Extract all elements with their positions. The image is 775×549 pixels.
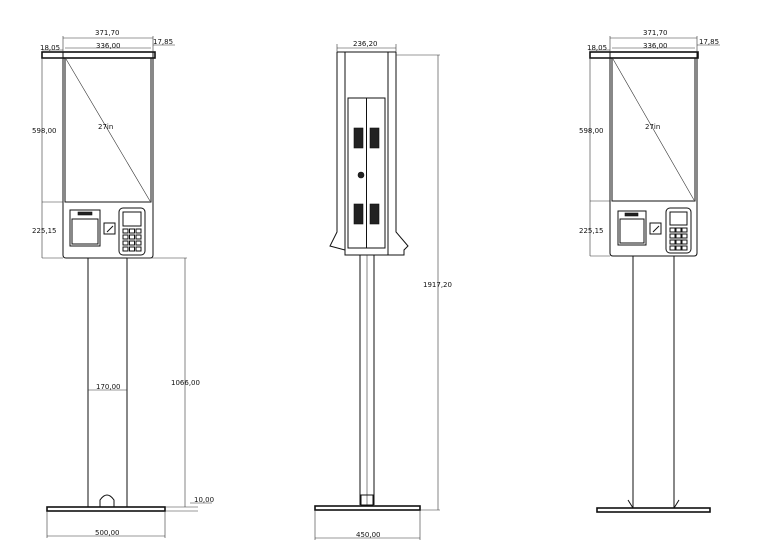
front-top-cap bbox=[41, 51, 156, 59]
front-base-thickness-label: 10,00 bbox=[194, 496, 214, 504]
front-body bbox=[62, 52, 154, 259]
front-base-plate bbox=[46, 506, 166, 512]
side-total-height-label: 1917,20 bbox=[423, 281, 452, 289]
rear-printer-panel bbox=[619, 218, 645, 244]
front-pinpad-keys bbox=[122, 228, 142, 252]
rear-body bbox=[609, 52, 698, 257]
side-base-depth-label: 450,00 bbox=[356, 531, 381, 539]
front-screen-size-label: 27in bbox=[98, 123, 113, 131]
front-base-width-label: 500,00 bbox=[95, 529, 120, 537]
rear-screen-diagonal bbox=[612, 58, 695, 201]
vent-grille-bottom-right bbox=[369, 203, 380, 225]
rear-base-flange bbox=[627, 499, 680, 509]
rear-printer-slot bbox=[624, 212, 639, 217]
side-view: 236,20 1917,20 450,00 bbox=[314, 40, 452, 540]
front-bezel-right-label: 17,85 bbox=[153, 38, 173, 46]
side-base-plate bbox=[314, 505, 421, 511]
rear-base-plate bbox=[596, 507, 711, 513]
vent-grille-top-left bbox=[353, 127, 364, 149]
rear-pinpad-keys bbox=[669, 227, 688, 251]
front-nfc-reader bbox=[103, 222, 116, 235]
rear-view: 371,70 336,00 18,05 17,85 598,00 27in 22… bbox=[579, 29, 720, 513]
rear-printer-frame bbox=[617, 210, 647, 246]
front-screen bbox=[64, 57, 152, 203]
rear-pinpad bbox=[665, 207, 692, 254]
vent-grille-bottom-left bbox=[353, 203, 364, 225]
front-width-inner-label: 336,00 bbox=[96, 42, 121, 50]
nfc-icon bbox=[106, 225, 114, 233]
side-lock-icon bbox=[357, 171, 365, 179]
front-pole-height-label: 1066,00 bbox=[171, 379, 200, 387]
front-screen-diagonal bbox=[65, 58, 151, 202]
vent-grille-top-right bbox=[369, 127, 380, 149]
rear-nfc-icon bbox=[652, 225, 660, 233]
front-printer-slot bbox=[77, 211, 93, 216]
front-screen-height-label: 598,00 bbox=[32, 127, 57, 135]
side-outline bbox=[329, 52, 409, 256]
front-cable-hole bbox=[99, 494, 115, 507]
front-pinpad bbox=[118, 207, 146, 256]
rear-width-inner-label: 336,00 bbox=[643, 42, 668, 50]
front-printer-panel bbox=[71, 218, 99, 245]
front-pinpad-screen bbox=[122, 211, 142, 227]
rear-nfc-reader bbox=[649, 222, 662, 235]
side-depth-label: 236,20 bbox=[353, 40, 378, 48]
rear-width-total-label: 371,70 bbox=[643, 29, 668, 37]
rear-bezel-right-label: 17,85 bbox=[699, 38, 719, 46]
front-width-total-label: 371,70 bbox=[95, 29, 120, 37]
front-view: 371,70 336,00 18,05 17,85 598,00 27in 22… bbox=[32, 29, 214, 538]
front-pole-width-label: 170,00 bbox=[96, 383, 121, 391]
rear-top-cap bbox=[589, 51, 699, 59]
front-lower-height-label: 225,15 bbox=[32, 227, 57, 235]
rear-screen bbox=[611, 57, 696, 202]
rear-lower-height-label: 225,15 bbox=[579, 227, 604, 235]
front-printer-frame bbox=[69, 209, 101, 247]
rear-screen-height-label: 598,00 bbox=[579, 127, 604, 135]
rear-bezel-left-label: 18,05 bbox=[587, 44, 607, 52]
front-bezel-left-label: 18,05 bbox=[40, 44, 60, 52]
rear-screen-size-label: 27in bbox=[645, 123, 660, 131]
side-pole-foot bbox=[360, 494, 374, 506]
rear-pinpad-screen bbox=[669, 211, 688, 226]
